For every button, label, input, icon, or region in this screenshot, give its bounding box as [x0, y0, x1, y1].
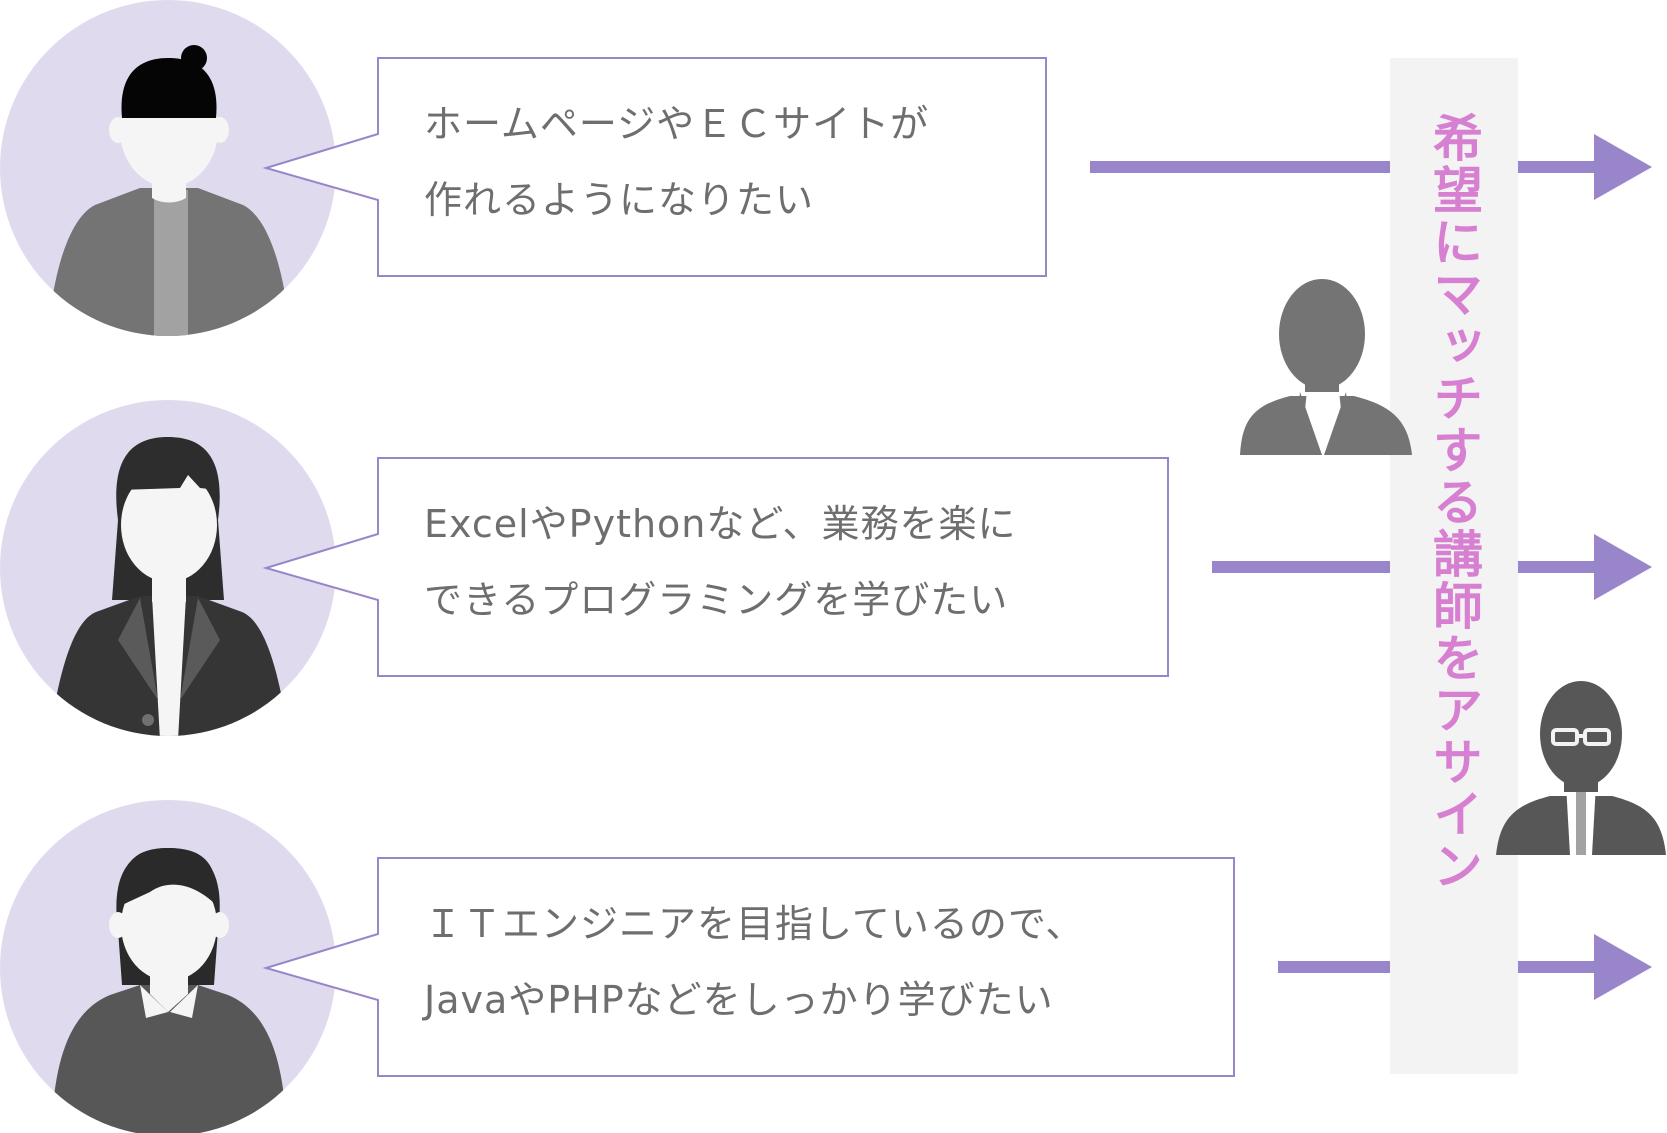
arrow-right-icon	[1594, 934, 1652, 1000]
request-1-line-2: 作れるようになりたい	[424, 178, 815, 222]
match-label: 希望にマッチする講師をアサイン	[1390, 112, 1518, 1072]
arrow-right-icon	[1594, 134, 1652, 200]
arrow-right-icon	[1594, 534, 1652, 600]
request-text-1: ホームページやＥＣサイトが 作れるようになりたい	[424, 86, 929, 238]
instructor-avatar-2	[1496, 681, 1666, 855]
student-avatar-1	[0, 0, 336, 336]
request-2-line-2: できるプログラミングを学びたい	[424, 578, 1009, 622]
request-text-3: ＩＴエンジニアを目指しているので、 JavaやPHPなどをしっかり学びたい	[424, 886, 1084, 1038]
match-label-text: 希望にマッチする講師をアサイン	[1425, 112, 1483, 892]
connector-3	[1278, 934, 1652, 1000]
request-3-line-2: JavaやPHPなどをしっかり学びたい	[424, 978, 1054, 1022]
student-avatar-3	[0, 800, 336, 1133]
connector-1	[1090, 134, 1652, 200]
request-2-line-1: ExcelやPythonなど、業務を楽に	[424, 502, 1017, 546]
request-1-line-1: ホームページやＥＣサイトが	[424, 102, 930, 146]
match-label-panel	[1390, 58, 1518, 1074]
speech-bubble-1	[262, 57, 1047, 277]
speech-bubble-3	[262, 857, 1235, 1077]
student-avatar-2	[0, 400, 336, 736]
instructor-avatar-1	[1240, 279, 1412, 455]
speech-bubble-2	[262, 457, 1169, 677]
connector-2	[1212, 534, 1652, 600]
request-3-line-1: ＩＴエンジニアを目指しているので、	[424, 902, 1085, 946]
request-text-2: ExcelやPythonなど、業務を楽に できるプログラミングを学びたい	[424, 486, 1016, 638]
